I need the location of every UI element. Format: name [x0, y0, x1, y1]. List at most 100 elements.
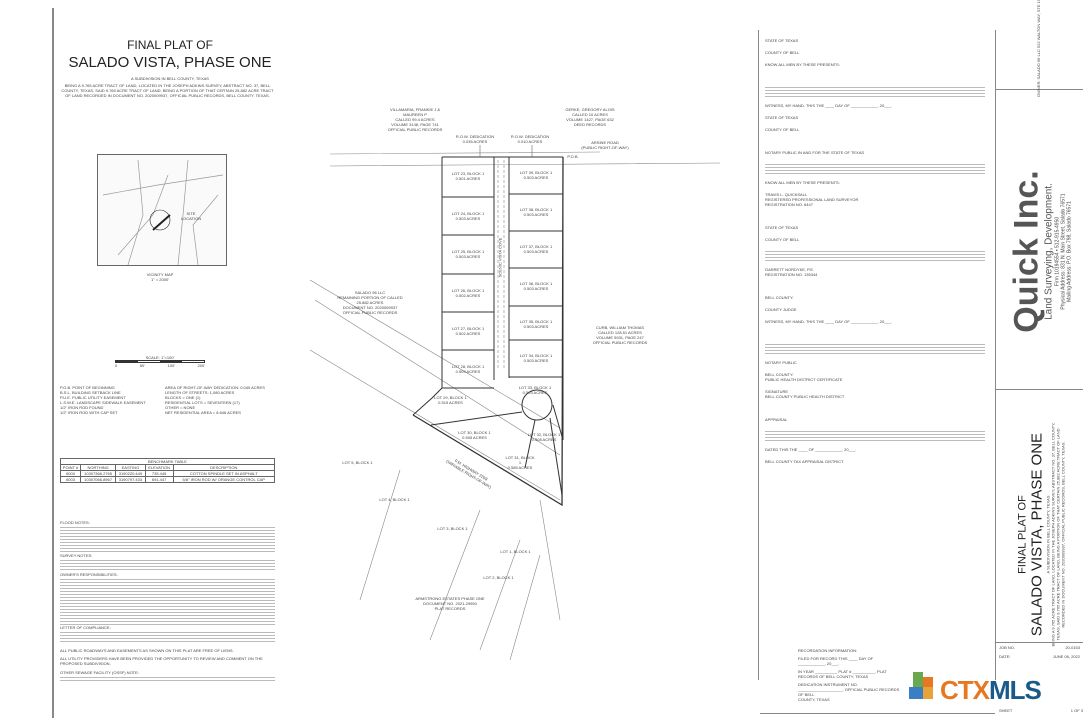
watermark-mls: MLS	[989, 675, 1042, 705]
adjacent-lot: LOT 1, BLOCK 1	[500, 549, 531, 554]
lot-acres: 0.503 ACRES	[455, 216, 481, 221]
lot-number: LOT 35, BLOCK 1	[519, 319, 553, 324]
certificate-line: DATED THIS THE ____ OF ____________, 20_…	[765, 447, 857, 452]
adjacent-lot: LOT 3, BLOCK 1	[437, 526, 468, 531]
adjacent-lot: LOT 5, BLOCK 1	[342, 460, 373, 465]
certificate-body	[765, 85, 985, 97]
legend-item: 1/2" IRON ROD WITH CAP SET	[60, 410, 118, 415]
certificate-line: BELL COUNTY:	[765, 295, 794, 300]
certificate-line: COUNTY JUDGE	[765, 307, 797, 312]
lot-number: LOT 33, BLOCK 1	[518, 385, 552, 390]
recordation-heading: RECORDATION INFORMATION:	[798, 648, 858, 653]
lot-number: LOT 29, BLOCK 1	[434, 395, 467, 400]
lot-acres: 0.503 ACRES	[522, 390, 548, 395]
lot-acres: 0.503 ACRES	[455, 254, 481, 259]
certificate-line: BELL COUNTY: PUBLIC HEALTH DISTRICT CERT…	[765, 372, 843, 382]
certificate-line: STATE OF TEXAS	[765, 38, 799, 43]
certificate-line: APPRAISAL	[765, 417, 788, 422]
recordation-info: RECORDATION INFORMATION: FILED FOR RECOR…	[798, 648, 902, 702]
scale-tick: 200'	[197, 363, 205, 368]
certificate-line: WITNESS, MY HAND, THIS THE ____ DAY OF _…	[765, 103, 893, 108]
owner-responsibilities-heading: OWNER'S RESPONSIBILITIES:	[60, 572, 118, 577]
lot-acres: 0.585 ACRES	[507, 465, 533, 470]
recordation-line: DEDICATION INSTRUMENT NO. ______________…	[798, 682, 900, 702]
certificate-line: NOTARY PUBLIC IN AND FOR THE STATE OF TE…	[765, 150, 865, 155]
owner-responsibilities-text	[60, 577, 275, 625]
vicinity-map-caption: VICINITY MAP 1" = 2000'	[146, 272, 174, 282]
certificate-line: STATE OF TEXAS	[765, 225, 799, 230]
lot-acres: 0.503 ACRES	[523, 212, 549, 217]
letter-text	[60, 630, 275, 644]
summary-item: LENGTH OF STREETS: 1,080 ACRES	[165, 390, 235, 395]
plat-description: BEING A 9.765 ACRE TRACT OF LAND, LOCATE…	[61, 83, 274, 98]
lot-number: LOT 30, BLOCK 1	[458, 430, 491, 435]
lot-acres: 0.501 ACRES	[455, 176, 481, 181]
armstrong-estates-label: ARMSTRONG ESTATES PHASE ONE DOCUMENT NO.…	[415, 596, 485, 611]
owner-villamaria: VILLAMARIA, FRANKIE J & MAUREEN P CALLED…	[387, 107, 443, 132]
job-no: 20-0153	[1065, 645, 1080, 650]
plat-title-line2: SALADO VISTA, PHASE ONE	[68, 54, 272, 71]
owner-info: OWNER: SALADO 96 LLC 522 WALTON WAY, STE…	[1036, 0, 1041, 97]
ossf-heading: OTHER SEWAGE FACILITY (OSSF) NOTE:	[60, 670, 139, 675]
row-dedication-1: R.O.W. DEDICATION 0.035 ACRES	[455, 134, 495, 144]
lot-number: LOT 32, BLOCK 1	[527, 432, 561, 437]
certificate-line: NOTARY PUBLIC	[765, 360, 797, 365]
lot-number: LOT 23, BLOCK 1	[451, 171, 485, 176]
certificate-line: WITNESS, MY HAND, THIS THE ____ DAY OF _…	[765, 319, 893, 324]
street-label: SCENIC VISTA COVE	[497, 237, 503, 278]
date: JUNE 06, 2022	[1052, 654, 1080, 659]
certificate-line: STATE OF TEXAS	[765, 115, 799, 120]
certificates-column: STATE OF TEXAS COUNTY OF BELL KNOW ALL MEN…	[765, 38, 985, 482]
benchmark-cell: 5/8" IRON ROD W/ ORANGE CONTROL CAP	[172, 476, 276, 483]
recordation-line: IN YEAR __________ PLAT # __________, PL…	[798, 669, 887, 679]
summary-item: NET RESIDENTIAL AREA = 8.646 ACRES	[165, 410, 241, 415]
benchmark-cell: 6003	[59, 476, 82, 483]
summary-item: BLOCKS = ONE (1)	[165, 395, 201, 400]
lot-number: LOT 24, BLOCK 1	[451, 211, 485, 216]
recordation-line: FILED FOR RECORD THIS ____ DAY OF ______…	[798, 656, 874, 666]
survey-notes-heading: SURVEY NOTES:	[60, 553, 93, 558]
lot-number: LOT 28, BLOCK 1	[451, 364, 485, 369]
lot-acres: 0.502 ACRES	[455, 293, 481, 298]
legend-item: B.S.L. BUILDING SETBACK LINE	[60, 390, 121, 395]
legend-item: L.S.W.E. LANDSCAPE SIDEWALK EASEMENT	[60, 400, 146, 405]
company-logo: Quick Inc. Land Surveying, Development. …	[1008, 132, 1073, 372]
legend-item: 1/2" IRON ROD FOUND	[60, 405, 104, 410]
certificate-line: KNOW ALL MEN BY THESE PRESENTS:	[765, 62, 840, 67]
job-info: JOB NO.20-0153 DATE:JUNE 06, 2022	[996, 642, 1083, 661]
ctxmls-texas-logo-icon	[905, 672, 935, 702]
plat-title-line1: FINAL PLAT OF	[127, 38, 213, 52]
notes-section: FLOOD NOTES: SURVEY NOTES: OWNER'S RESPO…	[60, 520, 275, 683]
row-dedication-2: R.O.W. DEDICATION 0.010 ACRES	[510, 134, 550, 144]
mailing-address: Mailing Address: P.O. Box 798, Salado 76…	[1066, 201, 1073, 302]
owner-gerke: GERKE, GREGORY ALOIS CALLED 10 ACRES VOL…	[565, 107, 615, 127]
summary-item: OTHER = NONE	[165, 405, 196, 410]
lot-acres: 0.508 ACRES	[531, 437, 557, 442]
owner-box: OWNER: SALADO 96 LLC 522 WALTON WAY, STE…	[996, 0, 1083, 97]
lot-number: LOT 38, BLOCK 1	[519, 207, 553, 212]
site-location-label: SITE LOCATION	[180, 211, 202, 221]
plat-drawing	[309, 145, 721, 661]
scale-tick: 100'	[167, 363, 175, 368]
company-tagline: Land Surveying, Development.	[1043, 183, 1055, 320]
certificate-line: COUNTY OF BELL	[765, 50, 800, 55]
lot-acres: 0.503 ACRES	[523, 249, 549, 254]
lot-acres: 0.503 ACRES	[523, 358, 549, 363]
